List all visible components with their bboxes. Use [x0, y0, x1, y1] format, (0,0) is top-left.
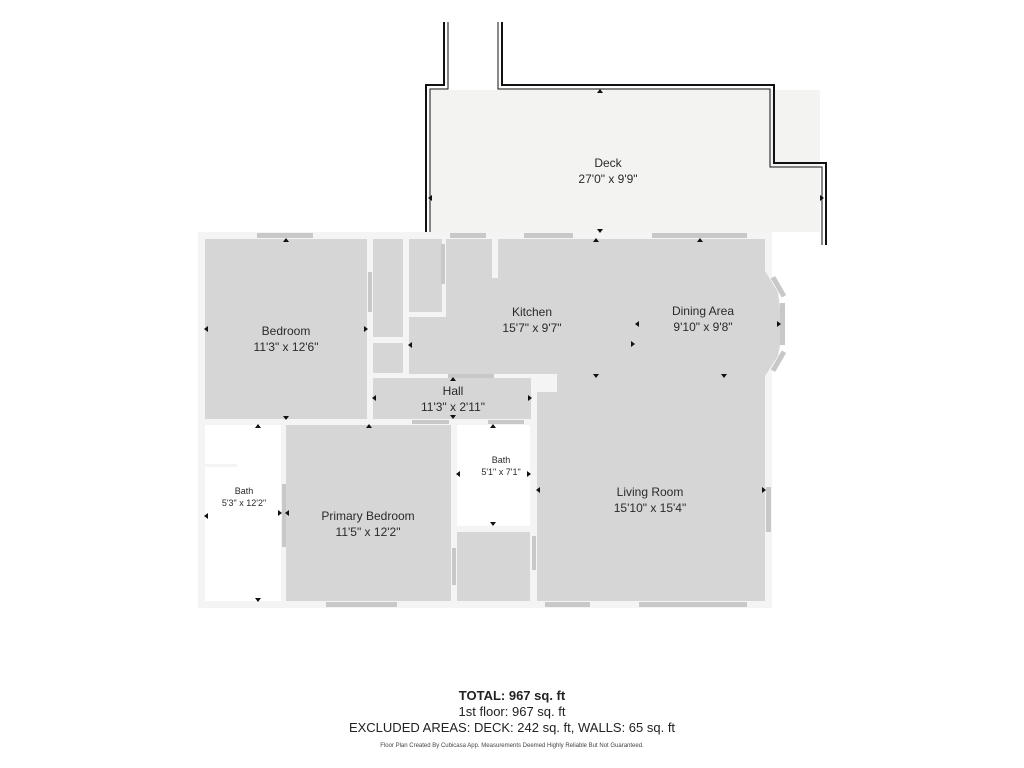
windows — [257, 233, 787, 607]
measurement-markers — [204, 89, 824, 602]
room-dimensions: 11'3" x 12'6" — [253, 340, 319, 354]
kitchen-label: Kitchen 15'7" x 9'7" — [502, 304, 561, 336]
primary-bedroom-room — [286, 425, 451, 601]
room-name: Bath — [234, 486, 254, 496]
area-summary: TOTAL: 967 sq. ft 1st floor: 967 sq. ft … — [0, 688, 1024, 736]
room-dimensions: 11'5" x 12'2" — [335, 525, 401, 539]
room-dimensions: 11'3" x 2'11" — [420, 400, 486, 414]
bath-left-label: Bath 5'3" x 12'2" — [222, 485, 266, 509]
pantry — [409, 239, 442, 312]
bath-left-room — [205, 425, 281, 601]
closet-4 — [492, 532, 530, 570]
living-room-label: Living Room 15'10" x 15'4" — [614, 484, 687, 516]
primary-bedroom-label: Primary Bedroom 11'5" x 12'2" — [321, 508, 414, 540]
first-floor-area: 1st floor: 967 sq. ft — [458, 704, 566, 719]
disclaimer: Floor Plan Created By Cubicasa App. Meas… — [380, 743, 644, 749]
bath-small-room — [457, 425, 530, 526]
room-dimensions: 9'10" x 9'8" — [673, 320, 733, 334]
room-dimensions: 15'7" x 9'7" — [502, 321, 562, 335]
bath-small-label: Bath 5'1" x 7'1" — [481, 454, 520, 478]
room-name: Kitchen — [511, 305, 553, 319]
total-area: TOTAL: 967 sq. ft — [458, 688, 566, 703]
dining-bay-window — [765, 271, 783, 376]
bedroom-room — [205, 239, 367, 419]
room-dimensions: 5'1" x 7'1" — [481, 467, 521, 477]
dining-label: Dining Area 9'10" x 9'8" — [672, 303, 734, 335]
deck-outline — [425, 22, 445, 232]
room-name: Living Room — [616, 485, 684, 499]
closet-1 — [373, 239, 403, 337]
room-name: Deck — [594, 156, 622, 170]
room-dimensions: 27'0" x 9'9" — [578, 172, 638, 186]
rooms — [205, 239, 783, 601]
room-name: Bedroom — [261, 324, 311, 338]
bath-left-divider — [205, 464, 237, 467]
room-name: Primary Bedroom — [321, 509, 415, 523]
hall-room — [373, 378, 531, 419]
room-name: Bath — [491, 455, 511, 465]
deck-label: Deck 27'0" x 9'9" — [578, 155, 637, 187]
kitchen-room — [409, 239, 765, 601]
room-name: Dining Area — [671, 304, 735, 318]
deck-area — [425, 22, 827, 245]
hall-label: Hall 11'3" x 2'11" — [421, 383, 485, 415]
room-dimensions: 15'10" x 15'4" — [613, 501, 687, 515]
bedroom-label: Bedroom 11'3" x 12'6" — [254, 323, 319, 355]
room-name: Hall — [442, 384, 464, 398]
excluded-areas: EXCLUDED AREAS: DECK: 242 sq. ft, WALLS:… — [348, 720, 676, 735]
room-dimensions: 5'3" x 12'2" — [221, 498, 267, 508]
closet-2 — [373, 343, 403, 373]
closet-5 — [457, 532, 486, 601]
